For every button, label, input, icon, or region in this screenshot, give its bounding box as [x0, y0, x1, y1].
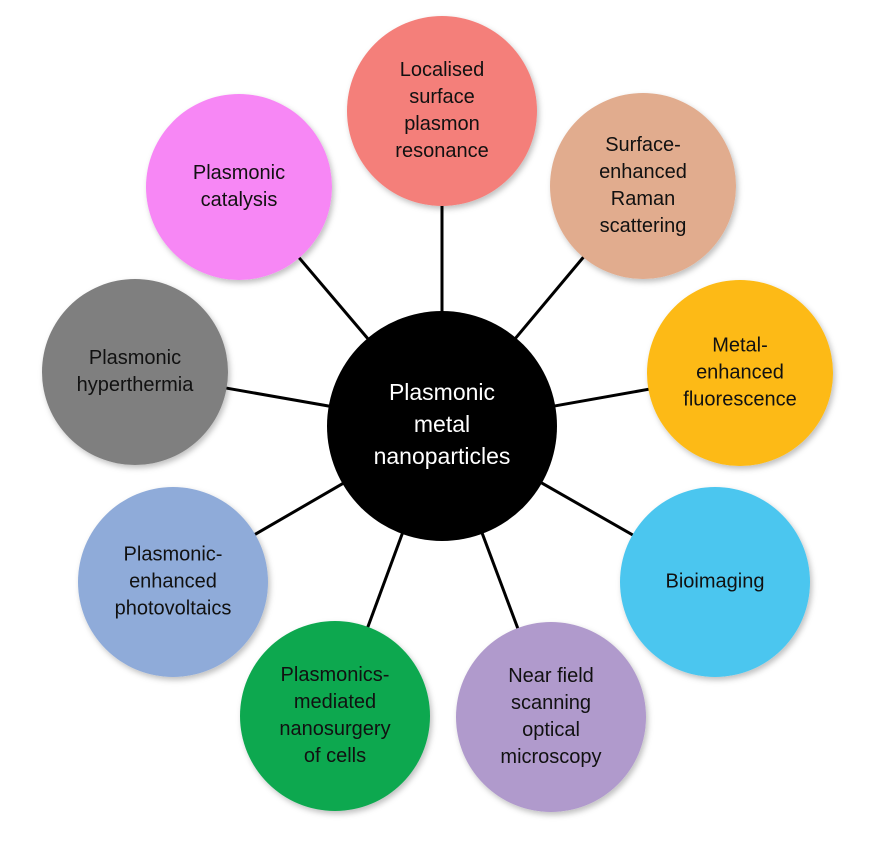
node-catalysis: Plasmonic catalysis — [146, 94, 332, 280]
node-label-photovoltaics: Plasmonic-enhanced photovoltaics — [115, 543, 232, 619]
connector-lines — [222, 202, 653, 633]
node-label-catalysis: Plasmonic catalysis — [193, 162, 285, 211]
node-label-lspr: Localised surface plasmon resonance — [395, 59, 488, 162]
node-label-sers-line: scattering — [600, 215, 687, 237]
connector-nsom — [479, 529, 521, 633]
connector-hyperthermia — [222, 385, 333, 409]
node-label-nanosurgery-line: Plasmonics- — [281, 664, 390, 686]
node-label-bioimaging: Bioimaging — [666, 570, 765, 592]
node-label-mef-line: enhanced — [696, 361, 784, 383]
connector-sers — [512, 253, 588, 342]
node-mef: Metal-enhanced fluorescence — [647, 280, 833, 466]
hub-circle — [327, 311, 557, 541]
node-label-hyperthermia-line: Plasmonic — [89, 347, 181, 369]
node-label-nanosurgery-line: of cells — [304, 745, 366, 767]
node-label-nsom-line: Near field — [508, 665, 594, 687]
node-circle-nanosurgery — [240, 621, 430, 811]
node-label-catalysis-line: Plasmonic — [193, 162, 285, 184]
node-circle-mef — [647, 280, 833, 466]
topic-nodes: Localised surface plasmon resonance Surface-… — [42, 16, 833, 812]
node-circle-bioimaging — [620, 487, 810, 677]
node-label-nanosurgery: Plasmonics-mediated nanosurgery of cells — [279, 664, 390, 767]
node-label-mef-line: fluorescence — [683, 388, 796, 410]
node-lspr: Localised surface plasmon resonance — [347, 16, 537, 206]
connector-nanosurgery — [365, 529, 405, 632]
node-label-lspr-line: plasmon — [404, 113, 480, 135]
node-label-photovoltaics-line: photovoltaics — [115, 597, 232, 619]
node-label-lspr-line: Localised — [400, 59, 485, 81]
node-label-hyperthermia: Plasmonic hyperthermia — [77, 347, 195, 396]
node-nanosurgery: Plasmonics-mediated nanosurgery of cells — [240, 621, 430, 811]
node-label-nsom-line: optical — [522, 719, 580, 741]
node-circle-catalysis — [146, 94, 332, 280]
node-circle-hyperthermia — [42, 279, 228, 465]
hub-label-line: metal — [414, 411, 470, 437]
node-label-sers-line: Surface- — [605, 134, 681, 156]
node-label-nsom: Near field scanning optical microscopy — [500, 665, 601, 768]
node-circle-sers — [550, 93, 736, 279]
hub-label-line: Plasmonic — [389, 379, 495, 405]
node-label-lspr-line: resonance — [395, 140, 488, 162]
node-photovoltaics: Plasmonic-enhanced photovoltaics — [78, 487, 268, 677]
connector-catalysis — [295, 253, 372, 343]
node-label-nanosurgery-line: mediated — [294, 691, 376, 713]
node-hyperthermia: Plasmonic hyperthermia — [42, 279, 228, 465]
hub-node: Plasmonic metal nanoparticles — [327, 311, 557, 541]
node-label-sers-line: enhanced — [599, 161, 687, 183]
node-circle-nsom — [456, 622, 646, 812]
node-label-photovoltaics-line: Plasmonic- — [124, 543, 223, 565]
hub-label-line: nanoparticles — [374, 443, 511, 469]
node-nsom: Near field scanning optical microscopy — [456, 622, 646, 812]
node-label-bioimaging-line: Bioimaging — [666, 570, 765, 592]
connector-photovoltaics — [250, 480, 347, 538]
node-label-catalysis-line: catalysis — [201, 189, 278, 211]
node-label-hyperthermia-line: hyperthermia — [77, 374, 195, 396]
node-bioimaging: Bioimaging — [620, 487, 810, 677]
hub-label: Plasmonic metal nanoparticles — [374, 379, 511, 469]
node-label-nsom-line: microscopy — [500, 746, 601, 768]
node-label-mef: Metal-enhanced fluorescence — [683, 334, 796, 410]
node-label-mef-line: Metal- — [712, 334, 768, 356]
node-label-nsom-line: scanning — [511, 692, 591, 714]
node-label-nanosurgery-line: nanosurgery — [279, 718, 390, 740]
connector-bioimaging — [537, 479, 637, 539]
connector-mef — [551, 387, 653, 409]
node-label-photovoltaics-line: enhanced — [129, 570, 217, 592]
node-circle-photovoltaics — [78, 487, 268, 677]
node-label-sers-line: Raman — [611, 188, 675, 210]
node-circle-lspr — [347, 16, 537, 206]
node-label-lspr-line: surface — [409, 86, 475, 108]
